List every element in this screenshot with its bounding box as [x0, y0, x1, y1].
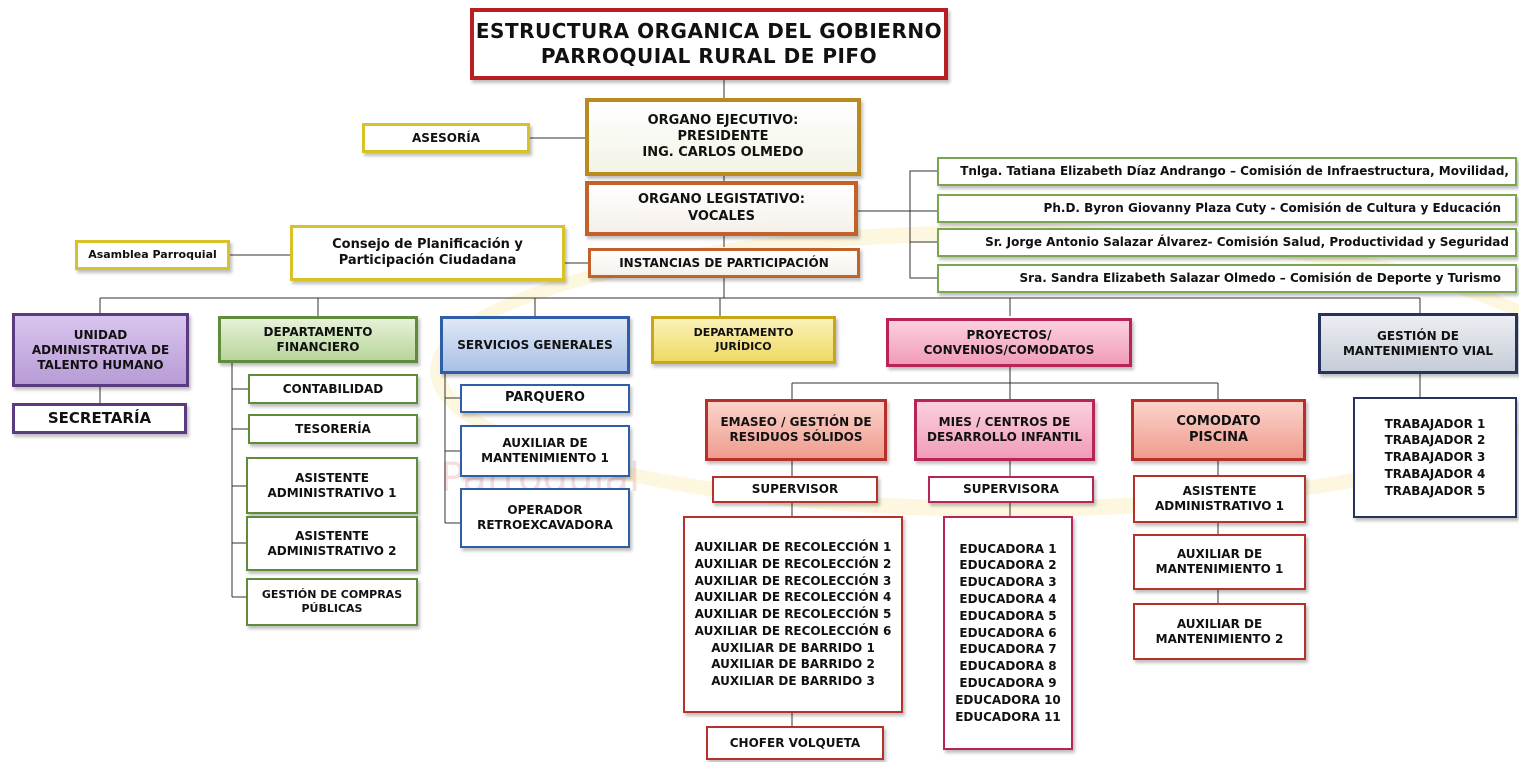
emaseo-label: EMASEO / GESTIÓN DE RESIDUOS SÓLIDOS — [720, 415, 872, 444]
title-box: ESTRUCTURA ORGANICA DEL GOBIERNO PARROQU… — [470, 8, 948, 80]
asesoria-box: ASESORÍA — [362, 123, 530, 153]
auxiliar-mantenimiento-label: AUXILIAR DE MANTENIMIENTO 1 — [481, 436, 609, 465]
departamento-financiero-box: DEPARTAMENTO FINANCIERO — [218, 316, 418, 363]
mies-supervisora-box: SUPERVISORA — [928, 476, 1094, 503]
organo-ejecutivo-label: ORGANO EJECUTIVO: PRESIDENTE ING. CARLOS… — [642, 112, 804, 161]
comodato-auxiliar-2-label: AUXILIAR DE MANTENIMIENTO 2 — [1155, 616, 1284, 646]
departamento-juridico-box: DEPARTAMENTO JURÍDICO — [651, 316, 836, 364]
emaseo-supervisor-label: SUPERVISOR — [751, 482, 839, 496]
vocal-label-1: Tnlga. Tatiana Elizabeth Díaz Andrango –… — [960, 164, 1509, 178]
organo-legislativo-box: ORGANO LEGISTATIVO: VOCALES — [585, 181, 858, 236]
comodato-piscina-box: COMODATO PISCINA — [1131, 399, 1306, 461]
contabilidad-box: CONTABILIDAD — [248, 374, 418, 404]
comodato-auxiliar-1-box: AUXILIAR DE MANTENIMIENTO 1 — [1133, 534, 1306, 590]
asesoria-label: ASESORÍA — [412, 130, 480, 145]
comodato-asistente-label: ASISTENTE ADMINISTRATIVO 1 — [1154, 484, 1285, 513]
proyectos-box: PROYECTOS/ CONVENIOS/COMODATOS — [886, 318, 1132, 367]
vocal-box-2: Ph.D. Byron Giovanny Plaza Cuty - Comisi… — [937, 194, 1517, 223]
vocal-box-1: Tnlga. Tatiana Elizabeth Díaz Andrango –… — [937, 157, 1517, 186]
servicios-generales-label: SERVICIOS GENERALES — [457, 337, 613, 352]
consejo-planificacion-box: Consejo de Planificación y Participación… — [290, 225, 565, 281]
instancias-participacion-label: INSTANCIAS DE PARTICIPACIÓN — [619, 255, 829, 270]
mantenimiento-vial-box: GESTIÓN DE MANTENIMIENTO VIAL — [1318, 313, 1518, 374]
gestion-compras-label: GESTIÓN DE COMPRAS PÚBLICAS — [261, 588, 403, 615]
comodato-asistente-box: ASISTENTE ADMINISTRATIVO 1 — [1133, 475, 1306, 523]
comodato-piscina-label: COMODATO PISCINA — [1176, 413, 1261, 445]
gestion-compras-box: GESTIÓN DE COMPRAS PÚBLICAS — [246, 578, 418, 626]
emaseo-staff-list: AUXILIAR DE RECOLECCIÓN 1 AUXILIAR DE RE… — [694, 539, 892, 689]
consejo-planificacion-label: Consejo de Planificación y Participación… — [332, 236, 523, 268]
comodato-auxiliar-2-box: AUXILIAR DE MANTENIMIENTO 2 — [1133, 603, 1306, 660]
emaseo-supervisor-box: SUPERVISOR — [712, 476, 878, 503]
organo-legislativo-label: ORGANO LEGISTATIVO: VOCALES — [638, 192, 805, 224]
mies-supervisora-label: SUPERVISORA — [963, 482, 1059, 496]
organo-ejecutivo-box: ORGANO EJECUTIVO: PRESIDENTE ING. CARLOS… — [585, 98, 861, 176]
comodato-auxiliar-1-label: AUXILIAR DE MANTENIMIENTO 1 — [1155, 547, 1284, 576]
emaseo-staff-box: AUXILIAR DE RECOLECCIÓN 1 AUXILIAR DE RE… — [683, 516, 903, 713]
tesoreria-box: TESORERÍA — [248, 414, 418, 444]
vocal-label-2: Ph.D. Byron Giovanny Plaza Cuty - Comisi… — [1043, 201, 1501, 215]
mantenimiento-vial-label: GESTIÓN DE MANTENIMIENTO VIAL — [1342, 328, 1494, 358]
talento-humano-box: UNIDAD ADMINISTRATIVA DE TALENTO HUMANO — [12, 313, 189, 387]
tesoreria-label: TESORERÍA — [295, 421, 371, 436]
mies-staff-list: EDUCADORA 1 EDUCADORA 2 EDUCADORA 3 EDUC… — [955, 541, 1061, 724]
vocal-label-3: Sr. Jorge Antonio Salazar Álvarez- Comis… — [985, 235, 1509, 249]
parquero-box: PARQUERO — [460, 384, 630, 413]
trabajadores-list: TRABAJADOR 1 TRABAJADOR 2 TRABAJADOR 3 T… — [1384, 416, 1486, 498]
asistente-administrativo-2-label: ASISTENTE ADMINISTRATIVO 2 — [267, 528, 397, 558]
asamblea-parroquial-box: Asamblea Parroquial — [75, 240, 230, 270]
emaseo-box: EMASEO / GESTIÓN DE RESIDUOS SÓLIDOS — [705, 399, 887, 461]
asamblea-parroquial-label: Asamblea Parroquial — [88, 248, 217, 262]
proyectos-label: PROYECTOS/ CONVENIOS/COMODATOS — [923, 327, 1095, 357]
servicios-generales-box: SERVICIOS GENERALES — [440, 316, 630, 374]
mies-box: MIES / CENTROS DE DESARROLLO INFANTIL — [914, 399, 1095, 461]
parquero-label: PARQUERO — [505, 390, 585, 406]
auxiliar-mantenimiento-box: AUXILIAR DE MANTENIMIENTO 1 — [460, 425, 630, 477]
chofer-volqueta-box: CHOFER VOLQUETA — [706, 726, 884, 760]
talento-humano-label: UNIDAD ADMINISTRATIVA DE TALENTO HUMANO — [31, 327, 170, 372]
asistente-administrativo-2-box: ASISTENTE ADMINISTRATIVO 2 — [246, 516, 418, 571]
asistente-administrativo-1-label: ASISTENTE ADMINISTRATIVO 1 — [267, 470, 397, 500]
operador-retroexcavadora-box: OPERADOR RETROEXCAVADORA — [460, 488, 630, 548]
asistente-administrativo-1-box: ASISTENTE ADMINISTRATIVO 1 — [246, 457, 418, 514]
operador-retroexcavadora-label: OPERADOR RETROEXCAVADORA — [477, 503, 613, 532]
mies-label: MIES / CENTROS DE DESARROLLO INFANTIL — [927, 415, 1082, 444]
mies-staff-box: EDUCADORA 1 EDUCADORA 2 EDUCADORA 3 EDUC… — [943, 516, 1073, 750]
secretaria-box: SECRETARÍA — [12, 403, 187, 434]
secretaria-label: SECRETARÍA — [47, 409, 152, 428]
departamento-financiero-label: DEPARTAMENTO FINANCIERO — [263, 324, 373, 354]
trabajadores-box: TRABAJADOR 1 TRABAJADOR 2 TRABAJADOR 3 T… — [1353, 397, 1517, 518]
vocal-box-4: Sra. Sandra Elizabeth Salazar Olmedo – C… — [937, 264, 1517, 293]
contabilidad-label: CONTABILIDAD — [282, 381, 384, 396]
title: ESTRUCTURA ORGANICA DEL GOBIERNO PARROQU… — [475, 19, 943, 68]
chofer-volqueta-label: CHOFER VOLQUETA — [729, 735, 861, 750]
departamento-juridico-label: DEPARTAMENTO JURÍDICO — [693, 326, 794, 353]
vocal-label-4: Sra. Sandra Elizabeth Salazar Olmedo – C… — [1019, 271, 1501, 285]
vocal-box-3: Sr. Jorge Antonio Salazar Álvarez- Comis… — [937, 228, 1517, 257]
instancias-participacion-box: INSTANCIAS DE PARTICIPACIÓN — [588, 248, 860, 278]
